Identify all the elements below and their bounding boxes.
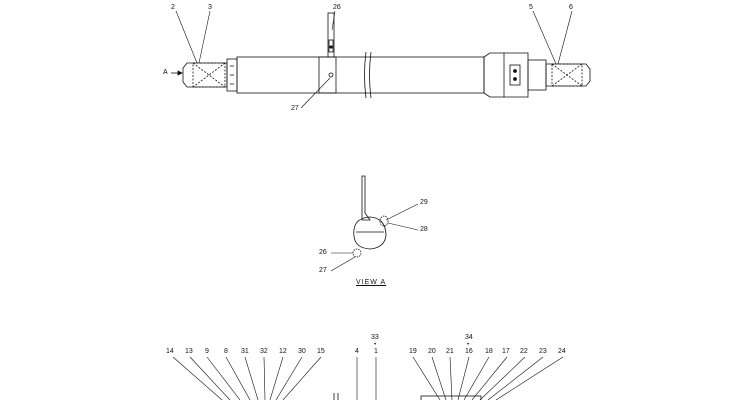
callout-20: 20 bbox=[428, 348, 436, 355]
callout-26: 26 bbox=[333, 4, 341, 11]
view-a-detail bbox=[352, 175, 389, 258]
bottom-partial-outline bbox=[333, 393, 482, 400]
callout-33: 33 bbox=[371, 334, 379, 341]
marker-dot-33: • bbox=[374, 342, 377, 348]
clamp-slot bbox=[328, 39, 334, 53]
top-leader-lines bbox=[175, 10, 573, 109]
callout-24: 24 bbox=[558, 348, 566, 355]
callout-19: 19 bbox=[409, 348, 417, 355]
callout-6: 6 bbox=[569, 4, 573, 11]
callout-3: 3 bbox=[208, 4, 212, 11]
callout-27-view-a: 27 bbox=[319, 267, 327, 274]
cylinder-assembly bbox=[171, 12, 591, 99]
callout-14: 14 bbox=[166, 348, 174, 355]
callout-32: 32 bbox=[260, 348, 268, 355]
mounting-clamp bbox=[318, 56, 337, 94]
callout-26-view-a: 26 bbox=[319, 249, 327, 256]
callout-29: 29 bbox=[420, 199, 428, 206]
callout-18: 18 bbox=[485, 348, 493, 355]
right-rod-end bbox=[545, 63, 591, 87]
left-rod-end bbox=[182, 62, 228, 88]
left-bushing bbox=[192, 62, 226, 88]
callout-17: 17 bbox=[502, 348, 510, 355]
callout-16: 16 bbox=[465, 348, 473, 355]
clamp-arm bbox=[327, 12, 335, 58]
break-line bbox=[364, 51, 367, 99]
callout-5: 5 bbox=[529, 4, 533, 11]
callout-8: 8 bbox=[224, 348, 228, 355]
callout-15: 15 bbox=[317, 348, 325, 355]
callout-4: 4 bbox=[355, 348, 359, 355]
view-a-body bbox=[353, 216, 387, 250]
view-a-arrow-label: A bbox=[163, 69, 168, 76]
view-a-bracket bbox=[361, 175, 371, 221]
callout-2: 2 bbox=[171, 4, 175, 11]
marker-dot-34: • bbox=[467, 342, 470, 348]
right-bushing bbox=[551, 63, 583, 87]
view-a-title: VIEW A bbox=[356, 279, 387, 286]
callout-30: 30 bbox=[298, 348, 306, 355]
callout-13: 13 bbox=[185, 348, 193, 355]
bottom-leader-lines bbox=[172, 356, 564, 400]
callout-23: 23 bbox=[539, 348, 547, 355]
cylinder-barrel bbox=[236, 56, 485, 94]
view-a-leader-lines bbox=[330, 203, 419, 272]
callout-27: 27 bbox=[291, 105, 299, 112]
callout-22: 22 bbox=[520, 348, 528, 355]
callout-34-top: 34 bbox=[465, 334, 473, 341]
lower-fitting bbox=[352, 248, 362, 258]
right-end-cap bbox=[483, 52, 529, 98]
callout-31: 31 bbox=[241, 348, 249, 355]
callout-28: 28 bbox=[420, 226, 428, 233]
callout-1: 1 bbox=[374, 348, 378, 355]
callout-9: 9 bbox=[205, 348, 209, 355]
callout-21: 21 bbox=[446, 348, 454, 355]
upper-fitting bbox=[379, 215, 389, 227]
callout-12: 12 bbox=[279, 348, 287, 355]
